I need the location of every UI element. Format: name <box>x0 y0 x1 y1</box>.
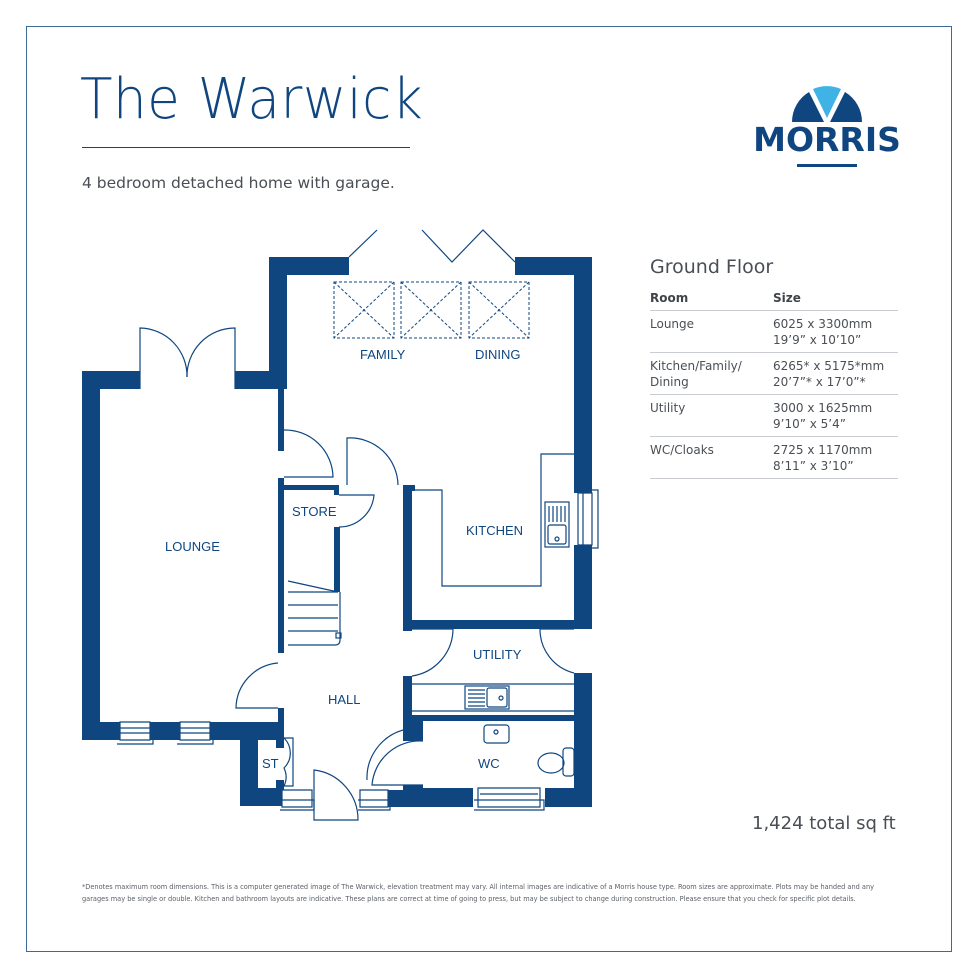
logo-underline <box>797 164 857 167</box>
page-border <box>26 26 952 952</box>
table-header-row: Room Size <box>650 288 898 311</box>
disclaimer-line1: *Denotes maximum room dimensions. This i… <box>82 883 875 891</box>
title-divider <box>82 147 410 148</box>
room-size: 3000 x 1625mm 9’10” x 5’4” <box>773 394 898 437</box>
label-dining: DINING <box>475 347 521 362</box>
table-row: WC/Cloaks 2725 x 1170mm 8’11” x 3’10” <box>650 436 898 479</box>
size-imperial: 9’10” x 5’4” <box>773 417 846 431</box>
label-utility: UTILITY <box>473 647 522 662</box>
table-row: Utility 3000 x 1625mm 9’10” x 5’4” <box>650 394 898 437</box>
size-metric: 2725 x 1170mm <box>773 443 873 457</box>
size-imperial: 19’9” x 10’10” <box>773 333 862 347</box>
label-wc: WC <box>478 756 500 771</box>
disclaimer: *Denotes maximum room dimensions. This i… <box>82 881 902 905</box>
disclaimer-line2: garages may be single or double. Kitchen… <box>82 895 856 903</box>
label-family: FAMILY <box>360 347 406 362</box>
page-subtitle: 4 bedroom detached home with garage. <box>82 174 395 192</box>
label-st: ST <box>262 756 279 771</box>
floor-heading: Ground Floor <box>650 256 774 278</box>
total-area: 1,424 total sq ft <box>752 813 896 834</box>
size-metric: 3000 x 1625mm <box>773 401 873 415</box>
size-imperial: 8’11” x 3’10” <box>773 459 854 473</box>
column-header-size: Size <box>773 288 898 311</box>
column-header-room: Room <box>650 288 773 311</box>
label-store: STORE <box>292 504 337 519</box>
room-size: 6025 x 3300mm 19’9” x 10’10” <box>773 310 898 353</box>
room-size: 2725 x 1170mm 8’11” x 3’10” <box>773 436 898 479</box>
room-labels: FAMILY DINING LOUNGE STORE KITCHEN UTILI… <box>165 347 523 771</box>
label-hall: HALL <box>328 692 361 707</box>
room-name-line1: Kitchen/Family/ <box>650 359 742 373</box>
logo-arch-icon <box>792 86 862 122</box>
doors-and-fixtures <box>117 229 599 821</box>
room-name: WC/Cloaks <box>650 436 773 479</box>
room-name-line2: Dining <box>650 375 689 389</box>
size-imperial: 20’7”* x 17’0”* <box>773 375 866 389</box>
size-metric: 6025 x 3300mm <box>773 317 873 331</box>
room-name: Lounge <box>650 310 773 353</box>
room-name: Kitchen/Family/Dining <box>650 352 773 395</box>
label-lounge: LOUNGE <box>165 539 220 554</box>
room-size: 6265* x 5175*mm 20’7”* x 17’0”* <box>773 352 898 395</box>
room-name: Utility <box>650 394 773 437</box>
table-row: Kitchen/Family/Dining 6265* x 5175*mm 20’… <box>650 352 898 395</box>
morris-logo: MORRIS <box>752 78 902 168</box>
logo-wordmark: MORRIS <box>753 120 901 159</box>
size-metric: 6265* x 5175*mm <box>773 359 885 373</box>
label-kitchen: KITCHEN <box>466 523 523 538</box>
table-row: Lounge 6025 x 3300mm 19’9” x 10’10” <box>650 310 898 353</box>
room-size-table: Room Size Lounge 6025 x 3300mm 19’9” x 10… <box>650 288 898 479</box>
page-title: The Warwick <box>80 67 424 132</box>
